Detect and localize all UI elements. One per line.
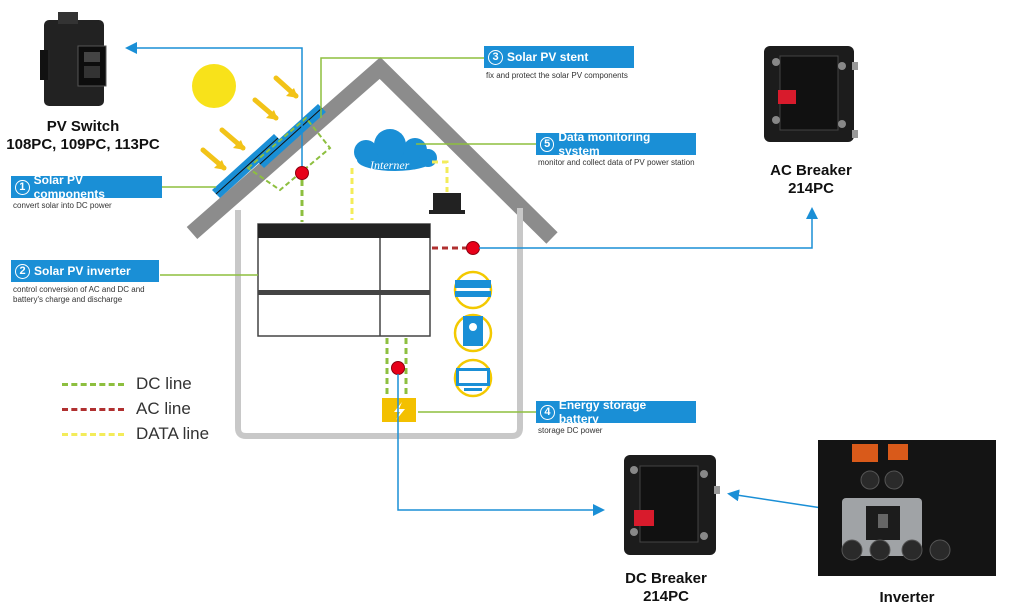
- callout-description: monitor and collect data of PV power sta…: [538, 158, 695, 167]
- callout-title: Solar PV stent: [507, 50, 589, 64]
- arrow-to-ac-breaker: [479, 207, 818, 249]
- legend-label: DC line: [136, 374, 192, 393]
- dc-breaker-name: DC Breaker: [625, 570, 707, 587]
- pv-switch-photo: [40, 12, 107, 106]
- legend-dc-line: DC line: [62, 374, 192, 394]
- callout-solar-pv-inverter: 2 Solar PV inverter: [11, 260, 159, 282]
- battery-icon: [382, 398, 416, 422]
- meter-icon: [453, 270, 493, 310]
- legend-swatch-ac: [62, 407, 124, 411]
- ac-breaker-model: 214PC: [788, 180, 834, 197]
- pv-switch-label: PV Switch 108PC, 109PC, 113PC: [0, 118, 166, 154]
- laptop-icon: [429, 193, 465, 214]
- callout-title: Solar PV components: [33, 173, 105, 201]
- pv-switch-models: 108PC, 109PC, 113PC: [6, 136, 160, 153]
- house-roof: [186, 57, 558, 244]
- ac-breaker-name: AC Breaker: [770, 162, 852, 179]
- inverter-label: Inverter: [860, 589, 954, 607]
- fridge-icon: [453, 313, 493, 353]
- pv-switch-name: PV Switch: [46, 118, 120, 135]
- callout-number-badge: 5: [540, 136, 555, 152]
- sun-icon: [192, 64, 236, 108]
- legend-label: AC line: [136, 399, 191, 418]
- leader-pv-stent: [320, 57, 484, 118]
- inverter-name: Inverter: [879, 589, 935, 606]
- legend-label: DATA line: [136, 424, 210, 443]
- data-line-cloud-laptop: [432, 160, 449, 192]
- inverter-box: [257, 223, 431, 337]
- arrow-to-dc-breaker: [397, 374, 605, 516]
- callout-solar-pv-stent: 3 Solar PV stent: [484, 46, 634, 68]
- callout-energy-storage-battery: 4 Energy storage battery: [536, 398, 696, 426]
- tv-icon: [453, 358, 493, 398]
- solar-panel-icon: [212, 104, 326, 198]
- callout-data-monitoring-system: 5 Data monitoring system: [536, 130, 696, 158]
- arrow-inverter-to-dc-breaker: [727, 489, 823, 509]
- connector-dot-dc: [391, 361, 405, 375]
- callout-title: Data monitoring system: [558, 130, 651, 158]
- callout-description: fix and protect the solar PV components: [486, 71, 628, 80]
- callout-title: Energy storage battery: [558, 398, 647, 426]
- inverter-photo: [818, 440, 996, 576]
- legend-data-line: DATA line: [62, 424, 209, 444]
- house-wall: [235, 208, 523, 439]
- connector-dot-ac: [466, 241, 480, 255]
- legend-swatch-data: [62, 432, 124, 436]
- callout-number-badge: 2: [15, 263, 30, 279]
- ac-breaker-photo: [764, 46, 858, 142]
- callout-description: storage DC power: [538, 426, 603, 435]
- callout-description: convert solar into DC power: [13, 201, 112, 210]
- arrow-to-pv-switch: [125, 42, 303, 166]
- connector-dot-pv: [295, 166, 309, 180]
- callout-solar-pv-components: 1 Solar PV components: [11, 173, 162, 201]
- legend-swatch-dc: [62, 382, 124, 386]
- callout-title: Solar PV inverter: [34, 264, 131, 278]
- dc-breaker-photo: [624, 455, 720, 555]
- callout-number-badge: 1: [15, 179, 30, 195]
- dc-breaker-model: 214PC: [643, 588, 689, 605]
- internet-label: Interner: [370, 158, 410, 172]
- dc-breaker-label: DC Breaker 214PC: [604, 570, 728, 606]
- callout-number-badge: 3: [488, 49, 503, 65]
- callout-description: control conversion of AC and DC and batt…: [13, 285, 145, 304]
- callout-number-badge: 4: [540, 404, 555, 420]
- ac-breaker-label: AC Breaker 214PC: [748, 162, 874, 198]
- pv-stent-bracket: [246, 116, 332, 192]
- legend-ac-line: AC line: [62, 399, 191, 419]
